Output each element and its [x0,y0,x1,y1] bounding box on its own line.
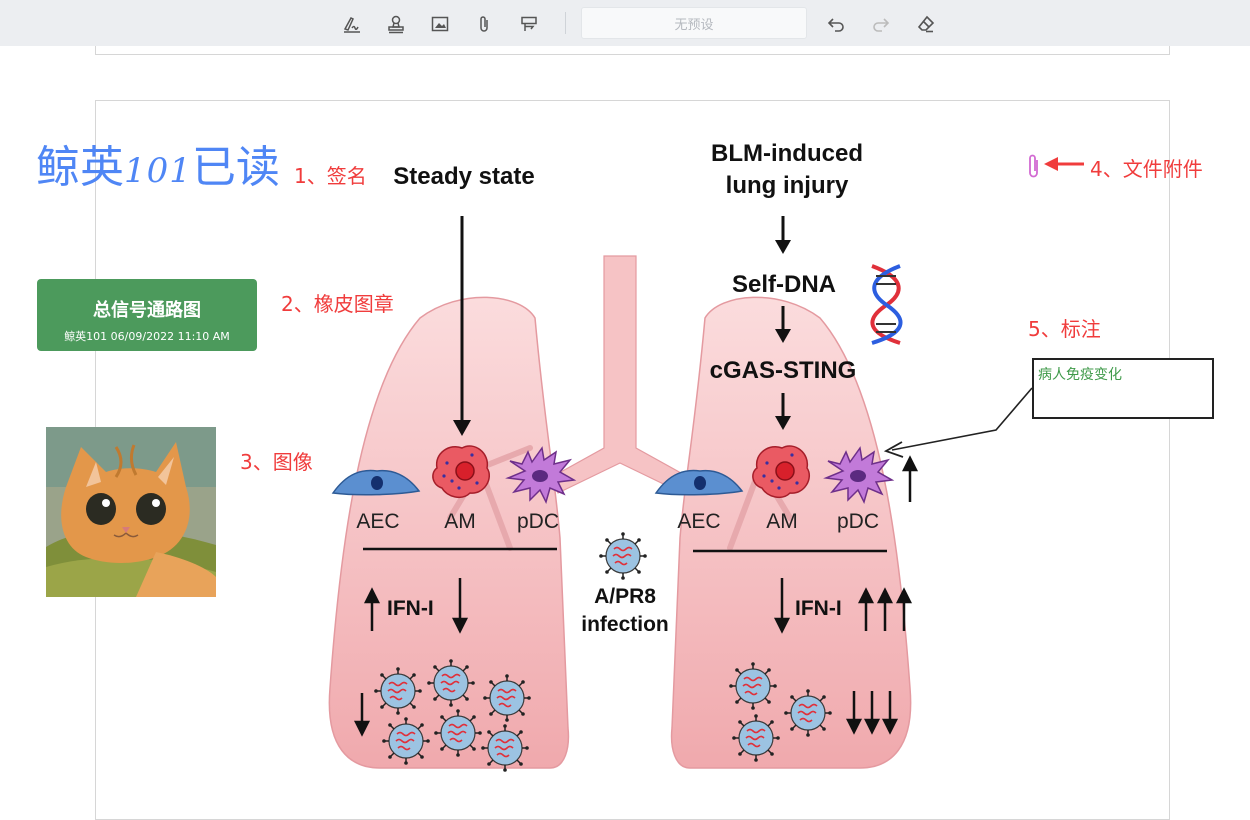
right-title-line2: lung injury [726,172,849,199]
eraser-button[interactable] [914,12,938,36]
image-label: 3、图像 [240,450,313,474]
left-aec-label: AEC [356,510,399,533]
left-ifn-label: IFN-I [387,597,434,620]
file-attachment-annotation[interactable] [1026,153,1042,185]
self-dna-label: Self-DNA [732,271,836,298]
signature-suffix: 已读 [191,142,280,193]
signature-number: 101 [124,151,192,191]
stamp-subtitle: 鲸英101 06/09/2022 11:10 AM [64,330,230,343]
undo-button[interactable] [824,12,848,36]
stamp-label: 2、橡皮图章 [281,292,394,316]
infection-line1: A/PR8 [594,585,656,608]
pdc-up-arrows [901,455,919,502]
infection-line2: infection [581,613,669,636]
stamp-tool-button[interactable] [384,12,408,36]
image-annotation[interactable] [46,427,216,597]
comment-tool-button[interactable] [517,12,541,36]
lung-figure: Steady state BLM-induced lung injury Sel… [328,140,919,773]
right-aec-label: AEC [677,510,720,533]
callout-text: 病人免疫变化 [1038,367,1122,383]
stamp-title: 总信号通路图 [93,300,201,321]
image-tool-button[interactable] [428,12,452,36]
left-pdc-label: pDC [517,510,559,533]
previous-page-edge [95,46,1170,55]
note-label: 5、标注 [1028,317,1101,341]
attachment-tool-button[interactable] [473,12,497,36]
rubber-stamp-annotation[interactable]: 总信号通路图 鲸英101 06/09/2022 11:10 AM [37,279,257,351]
attachment-label: 4、文件附件 [1090,157,1203,181]
signature-label: 1、签名 [294,164,367,188]
left-title: Steady state [393,163,534,190]
signature-prefix: 鲸英 [36,142,124,193]
toolbar-separator [565,12,566,34]
right-ifn-label: IFN-I [795,597,842,620]
right-pdc-label: pDC [837,510,879,533]
signature-tool-button[interactable] [340,12,364,36]
eraser-icon [917,15,935,33]
comment-flag-icon [521,16,537,31]
preset-select[interactable]: 无预设 [581,7,807,39]
image-icon [431,16,449,32]
callout-note[interactable]: 病人免疫变化 [1032,358,1214,419]
redo-icon [873,18,890,32]
redo-button[interactable] [869,12,893,36]
right-title-line1: BLM-induced [711,140,863,167]
cat-photo [46,427,216,597]
paperclip-icon [1029,154,1038,178]
trachea [549,255,691,494]
preset-placeholder: 无预设 [674,17,714,33]
cgas-label: cGAS-STING [710,357,857,384]
left-am-label: AM [444,510,476,533]
left-lung [328,296,570,769]
paperclip-icon [480,16,488,32]
signature-pen-icon [343,17,360,33]
right-lung [670,296,912,769]
right-am-label: AM [766,510,798,533]
undo-icon [827,18,844,32]
dna-helix-icon [870,264,903,345]
stamp-icon [388,15,404,34]
infection-virus [598,531,648,581]
annotation-toolbar: 无预设 [0,0,1250,46]
signature-annotation[interactable]: 鲸英101已读 [36,146,280,190]
